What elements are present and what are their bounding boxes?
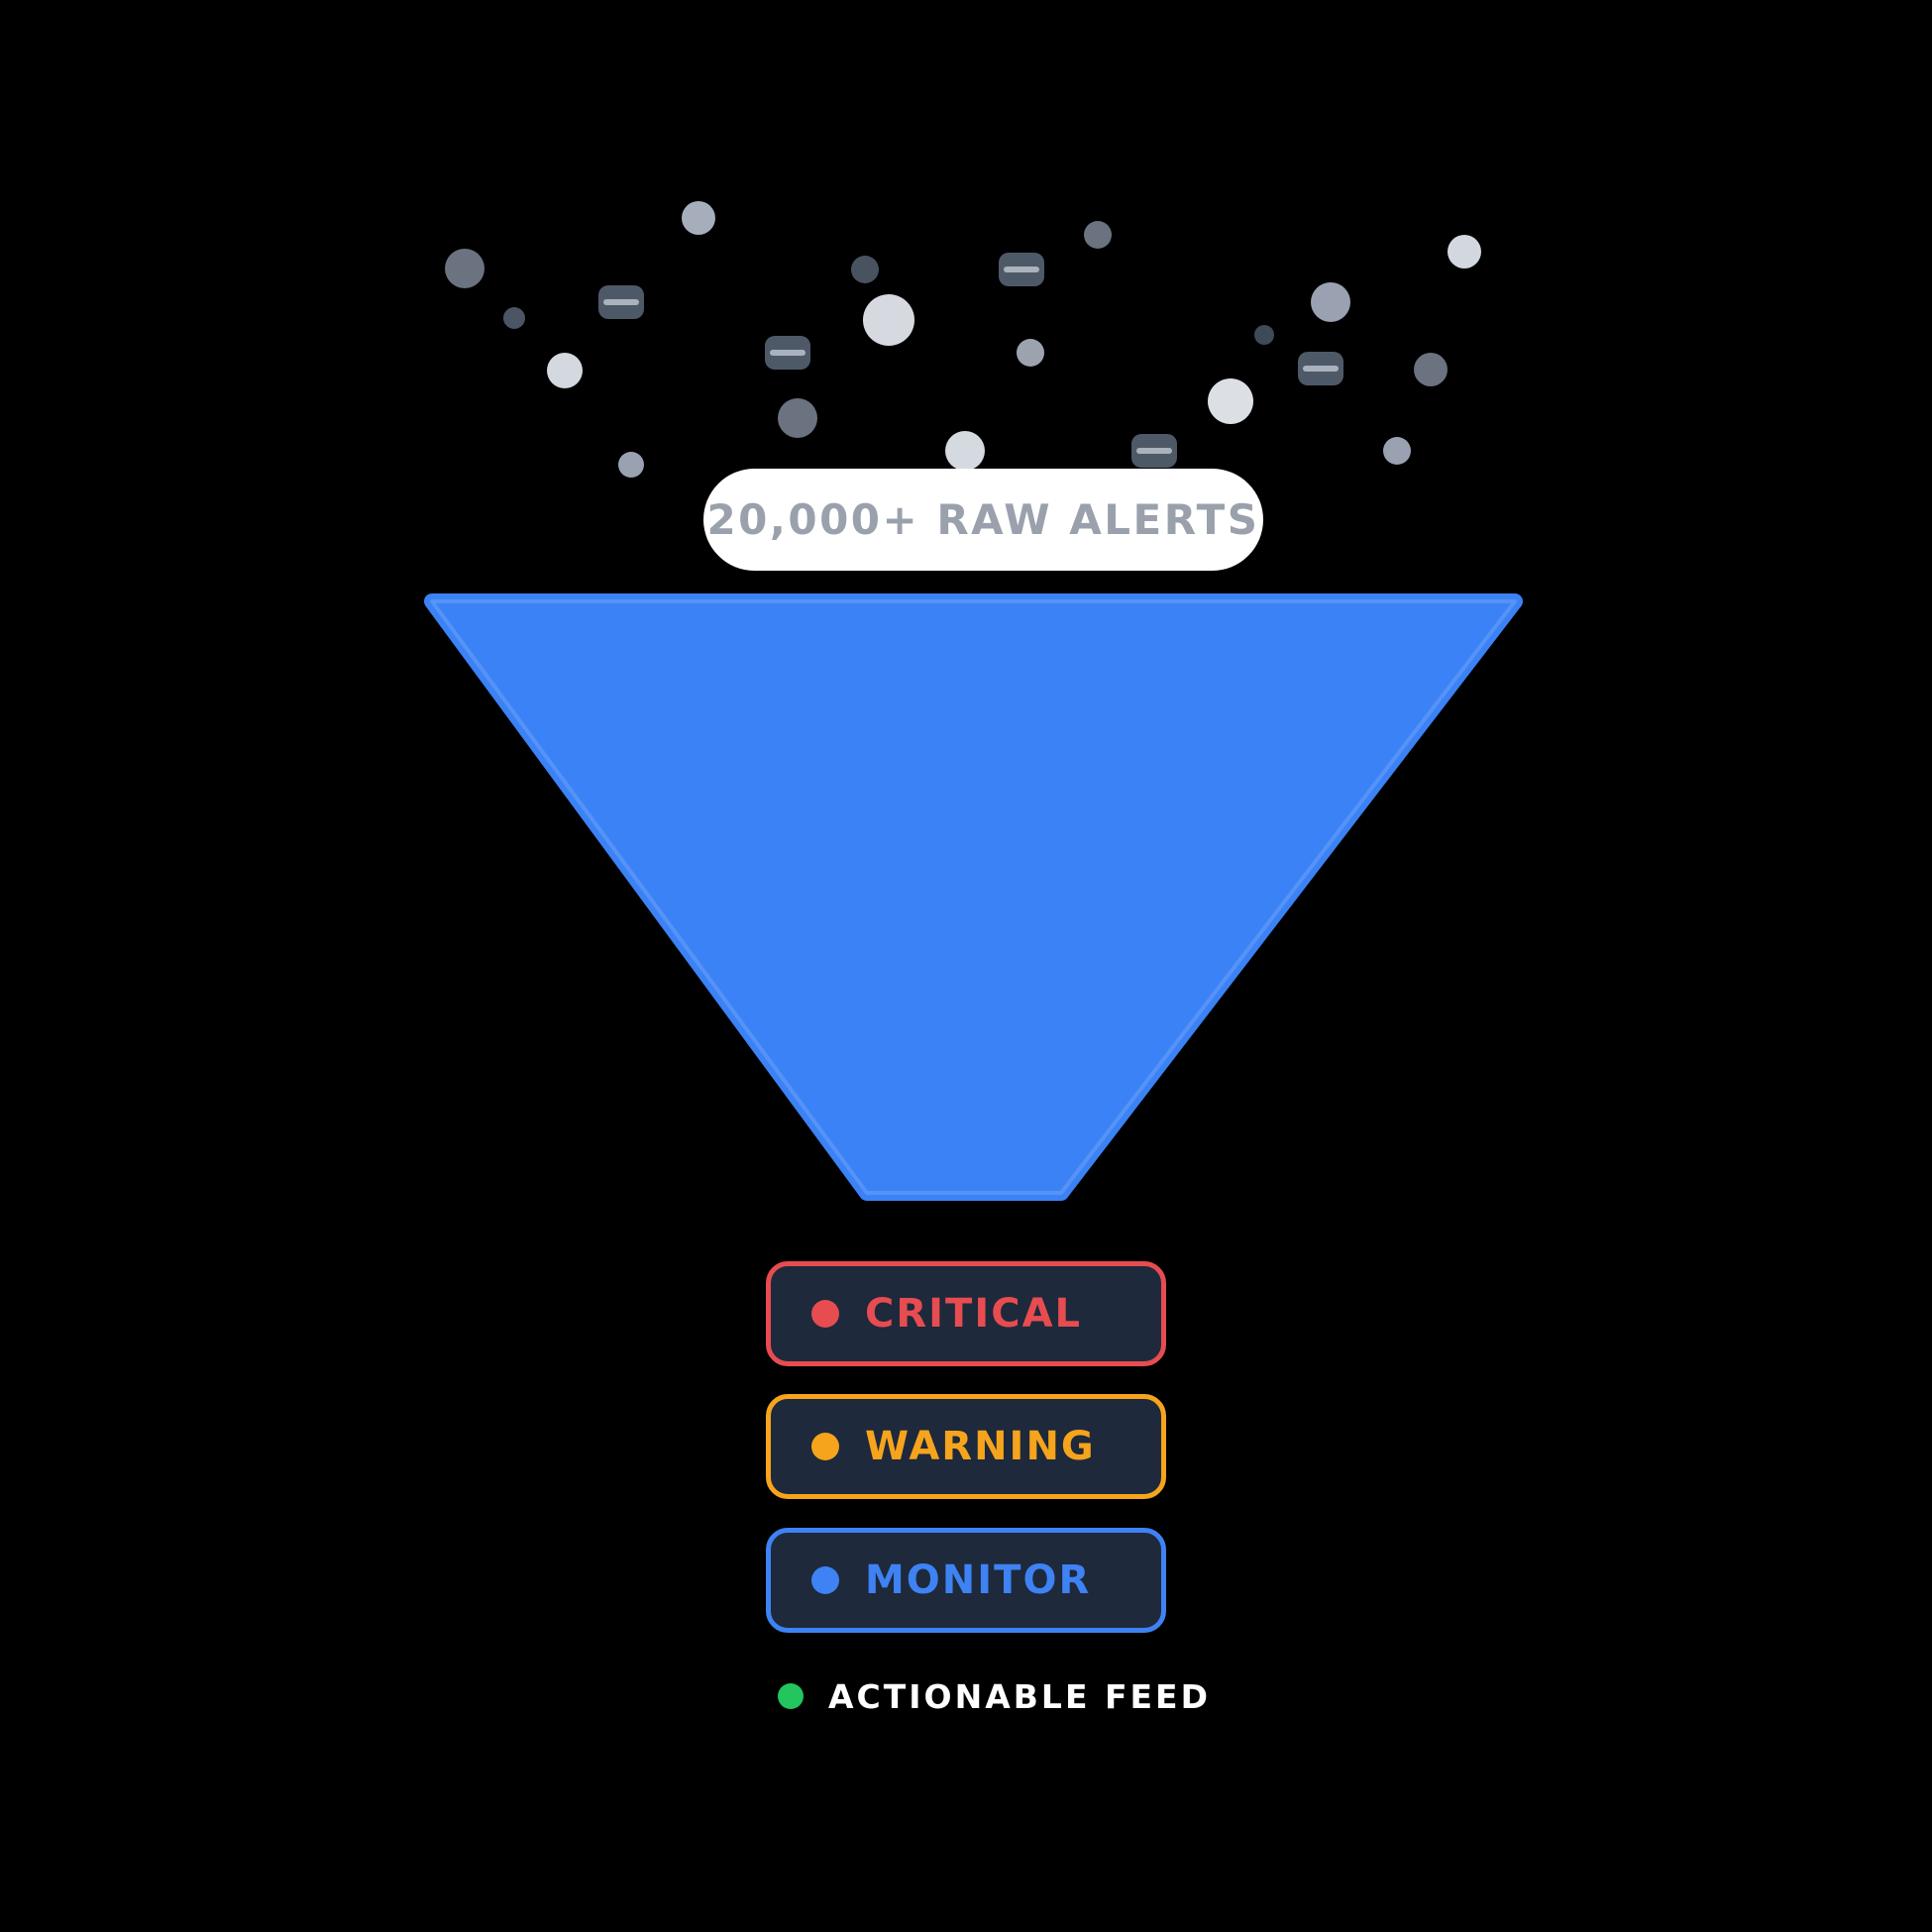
actionable-feed: ACTIONABLE FEED [778,1666,1211,1726]
raw-alert-dot-icon [1414,353,1448,386]
chip-dash [603,299,639,305]
funnel-shape [424,593,1523,1201]
raw-alert-dot-icon [863,294,914,346]
raw-alert-dot-icon [682,201,715,235]
actionable-feed-dot-icon [778,1683,804,1709]
raw-alert-chip-icon [999,253,1044,286]
severity-badge-critical-label: CRITICAL [865,1291,1083,1337]
raw-alert-dot-icon [618,452,644,478]
severity-badge-critical: CRITICAL [766,1261,1166,1366]
raw-alert-dot-icon [778,398,817,438]
raw-alert-dot-icon [503,307,525,329]
severity-badge-warning-label: WARNING [865,1424,1096,1469]
raw-alert-dot-icon [547,353,583,388]
raw-alert-chip-icon [598,285,644,319]
warning-status-dot-icon [811,1433,839,1460]
monitor-status-dot-icon [811,1566,839,1594]
raw-alert-chip-icon [1131,434,1177,468]
actionable-feed-label: ACTIONABLE FEED [828,1676,1211,1716]
raw-alert-chip-icon [765,336,810,370]
chip-dash [1303,366,1339,372]
chip-dash [1136,448,1172,454]
chip-dash [770,350,805,356]
raw-alerts-pill: 20,000+ RAW ALERTS [703,469,1263,571]
chip-dash [1004,267,1039,272]
funnel-edge-highlight [430,599,1517,1195]
severity-badge-warning: WARNING [766,1394,1166,1499]
raw-alert-dot-icon [1017,339,1044,367]
raw-alert-dot-icon [851,256,879,283]
raw-alert-dot-icon [1383,437,1411,465]
raw-alert-dot-icon [1311,282,1350,322]
raw-alert-dot-icon [1448,235,1481,268]
raw-alert-dot-icon [1208,378,1253,424]
raw-alert-dot-icon [445,249,484,288]
critical-status-dot-icon [811,1300,839,1328]
raw-alert-chip-icon [1298,352,1343,385]
raw-alert-dot-icon [1084,221,1112,249]
severity-badge-monitor-label: MONITOR [865,1557,1092,1603]
raw-alert-dot-icon [945,431,985,471]
raw-alerts-pill-label: 20,000+ RAW ALERTS [706,495,1260,544]
raw-alert-dot-icon [1254,325,1274,345]
severity-badge-monitor: MONITOR [766,1528,1166,1633]
